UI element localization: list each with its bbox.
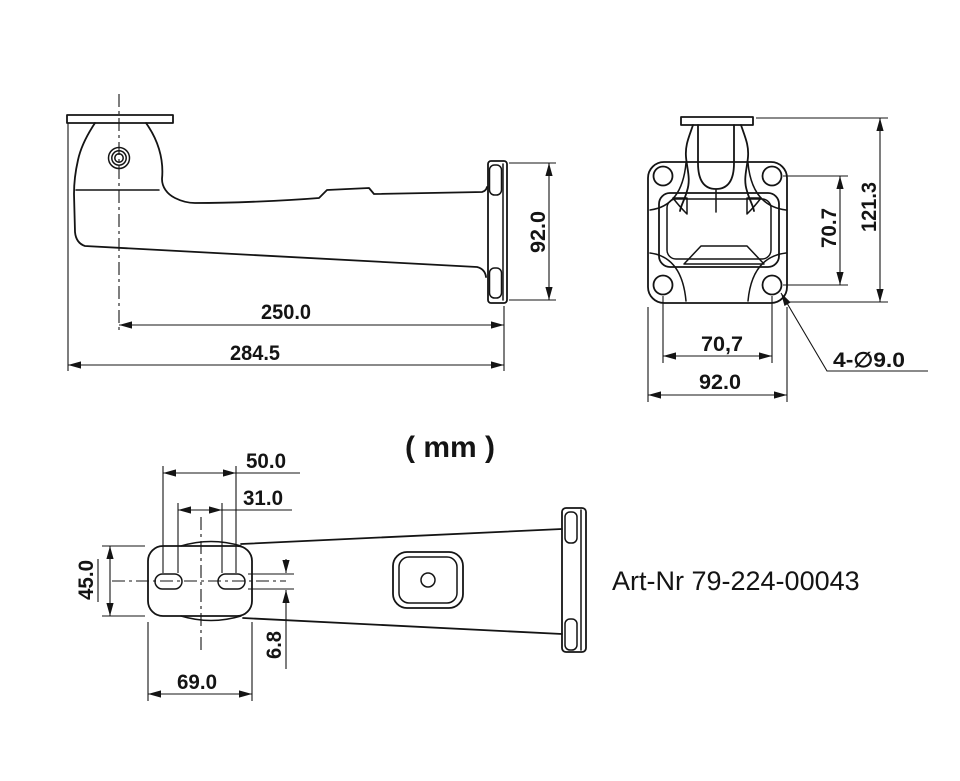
mount-hole-bl xyxy=(652,274,674,296)
cable-cover-inner xyxy=(398,556,458,604)
front-keystone xyxy=(683,245,765,265)
front-fork-right xyxy=(740,124,755,212)
side-wall-flange xyxy=(487,160,508,304)
mount-hole-tl xyxy=(652,165,674,187)
dim-707v-label: 70.7 xyxy=(818,208,841,248)
top-head-boss-bottom xyxy=(180,615,242,622)
dim-92-side-label: 92.0 xyxy=(527,211,550,253)
top-view: 50.0 31.0 45.0 6.8 69.0 xyxy=(75,450,587,701)
side-view-outline xyxy=(66,94,508,332)
front-claw-right xyxy=(746,197,762,215)
leader-line-holes xyxy=(780,292,928,372)
front-claw-left xyxy=(672,197,688,215)
front-fork-left xyxy=(679,124,694,212)
front-recess-inner xyxy=(666,198,772,260)
top-arm-upper-edge xyxy=(240,528,563,545)
front-platform-plate xyxy=(680,116,754,126)
front-boss-tr xyxy=(747,162,787,211)
cable-cover-outer xyxy=(392,551,464,609)
dim-284-label: 284.5 xyxy=(230,342,280,365)
side-flange-tab-bottom xyxy=(488,267,503,299)
label-mounting-holes: 4-∅9.0 xyxy=(833,349,905,372)
dim-707h-label: 70,7 xyxy=(701,333,743,356)
front-view-outline xyxy=(647,116,788,304)
dim-250-label: 250.0 xyxy=(261,301,311,324)
dim-45-label: 45.0 xyxy=(75,560,98,600)
side-arm-outline xyxy=(145,122,488,204)
article-number: Art-Nr 79-224-00043 xyxy=(612,566,860,596)
units-note: ( mm ) xyxy=(405,431,495,464)
top-flange-tab-bottom xyxy=(564,618,578,651)
side-view-dimensions: 250.0 284.5 92.0 xyxy=(67,123,556,371)
front-recess-outer xyxy=(658,192,780,268)
dim-69-label: 69.0 xyxy=(177,671,217,694)
top-wall-flange xyxy=(561,507,587,653)
top-view-dimensions: 50.0 31.0 45.0 6.8 69.0 xyxy=(75,450,300,701)
mount-hole-tr xyxy=(761,165,783,187)
side-platform-plate xyxy=(66,114,174,124)
dim-31-label: 31.0 xyxy=(243,487,283,510)
front-view-dimensions: 121.3 70.7 70,7 92.0 4-∅9.0 xyxy=(647,117,928,402)
side-flange-tab-top xyxy=(488,164,503,196)
front-boss-tl xyxy=(649,162,687,211)
front-view: 121.3 70.7 70,7 92.0 4-∅9.0 xyxy=(647,116,928,402)
top-arm-lower-edge xyxy=(242,617,563,635)
dim-92-front-label: 92.0 xyxy=(699,371,741,394)
top-flange-tab-top xyxy=(564,511,578,544)
dim-121-label: 121.3 xyxy=(858,182,881,232)
mount-hole-br xyxy=(761,274,783,296)
top-view-outline xyxy=(112,507,587,653)
cable-cover-screw xyxy=(420,572,436,588)
dim-68-label: 6.8 xyxy=(263,631,286,659)
side-view: 250.0 284.5 92.0 xyxy=(66,94,556,371)
dim-50-label: 50.0 xyxy=(246,450,286,473)
side-head-body-outline xyxy=(73,122,487,278)
front-fork-inner-u xyxy=(697,124,735,190)
front-base-plate xyxy=(647,161,788,304)
